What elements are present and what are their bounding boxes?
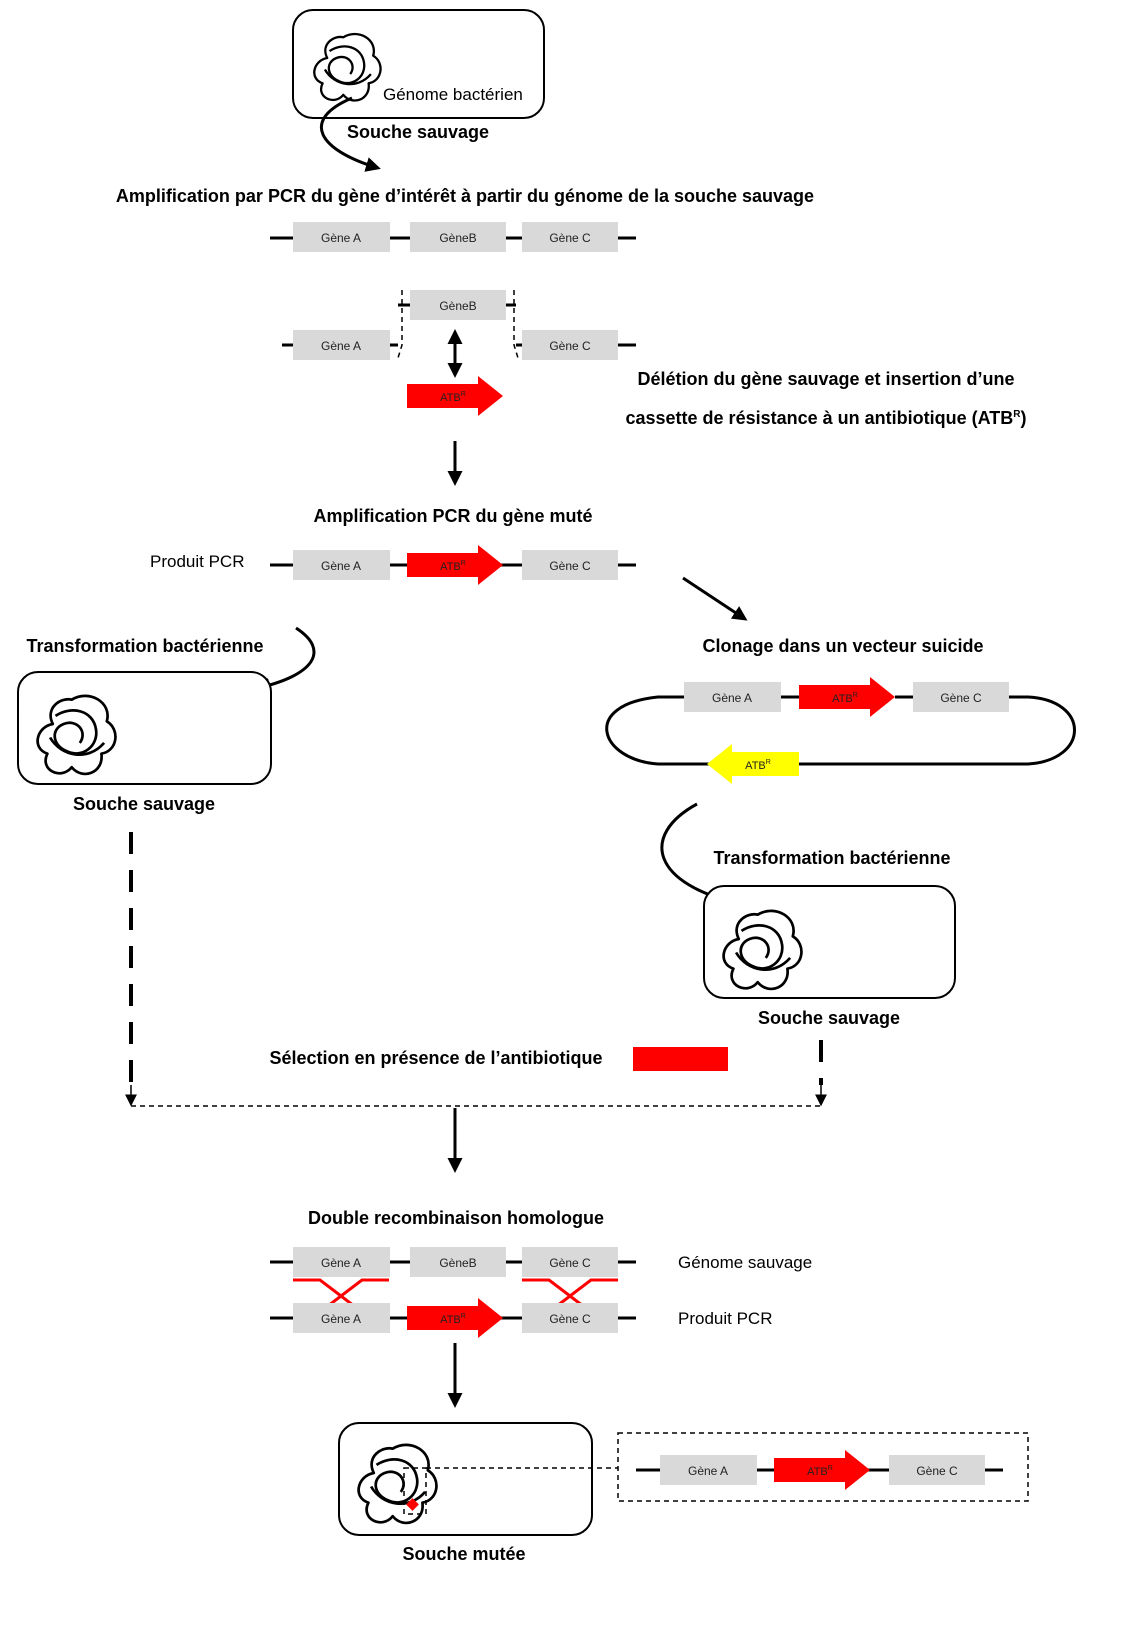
mutant-locus-zoom [617,1432,1029,1502]
step-amplification-title: Amplification par PCR du gène d’intérêt … [116,186,814,206]
step-deletion-line2: cassette de résistance à un antibiotique… [626,408,1027,428]
transformation-left-title: Transformation bactérienne [26,636,263,656]
gene-c-label: Gène C [940,691,982,705]
gene-c-label: Gène C [549,1312,591,1326]
wild-strain-left-label: Souche sauvage [73,794,215,814]
gene-a-label: Gène A [321,231,361,245]
yellow-atb-cassette [707,744,799,784]
gene-c-label: Gène C [549,339,591,353]
gene-a-label: Gène A [712,691,752,705]
gene-a-box [293,1303,390,1333]
gene-c-box [913,682,1009,712]
gene-a-box [293,222,390,252]
svg-text:ATBR: ATBR [745,759,771,772]
gene-a-box [660,1455,757,1485]
mutant-locus-box [403,1467,427,1515]
wild-strain-top-label: Souche sauvage [347,122,489,142]
svg-text:ATBR: ATBR [832,692,858,705]
svg-text:ATBR: ATBR [440,1313,466,1326]
gene-b-box [410,1247,506,1277]
svg-text:ATBR: ATBR [440,560,466,573]
recomb-pcr-row: Gène A Gène C ATBR [270,1298,636,1338]
wild-gene-row: Gène A GèneB Gène C [270,222,636,252]
mutant-strain-label: Souche mutée [402,1544,525,1564]
gene-c-box [889,1455,985,1485]
gene-a-label: Gène A [321,1256,361,1270]
suicide-vector: Gène A Gène C ATBR ATBR [605,677,1076,784]
gene-c-box [522,222,618,252]
gene-c-label: Gène C [549,559,591,573]
gene-c-box [522,330,618,360]
recomb-wild-row: Gène A GèneB Gène C [270,1247,636,1277]
step-pcr-mutant-title: Amplification PCR du gène muté [313,506,592,526]
gene-a-box [293,1247,390,1277]
genome-label: Génome bactérien [383,85,523,104]
antibiotic-swatch [633,1047,728,1071]
gene-a-label: Gène A [321,1312,361,1326]
gene-a-box [293,330,390,360]
transformation-right-title: Transformation bactérienne [713,848,950,868]
gene-c-box [522,1303,618,1333]
cloning-title: Clonage dans un vecteur suicide [702,636,983,656]
svg-text:ATBR: ATBR [807,1465,833,1478]
gene-c-label: Gène C [916,1464,958,1478]
gene-c-label: Gène C [549,231,591,245]
gene-b-label: GèneB [439,299,476,313]
gene-c-label: Gène C [549,1256,591,1270]
gene-b-label: GèneB [439,231,476,245]
gene-b-box [410,222,506,252]
double-recomb-title: Double recombinaison homologue [308,1208,604,1228]
arrow-genome-to-pcr [319,96,381,172]
gene-a-label: Gène A [688,1464,728,1478]
wild-genome-label: Génome sauvage [678,1253,812,1272]
pcr-product-row: Gène A Gène C ATBR [270,545,636,585]
gene-c-box [522,1247,618,1277]
wild-strain-top-cell [292,9,545,119]
gene-b-label: GèneB [439,1256,476,1270]
gene-b-box [410,290,506,320]
svg-text:ATBR: ATBR [440,391,466,404]
gene-a-box [293,550,390,580]
gene-a-box [684,682,781,712]
step-deletion-line1: Délétion du gène sauvage et insertion d’… [637,369,1014,389]
wild-strain-right-cell [703,885,956,999]
pcr-product-label: Produit PCR [150,552,244,571]
wild-strain-right-label: Souche sauvage [758,1008,900,1028]
atb-cassette: ATBR [407,376,503,416]
deletion-row: Gène A Gène C GèneB [282,290,636,378]
pcr-product-2-label: Produit PCR [678,1309,772,1328]
gene-a-label: Gène A [321,559,361,573]
selection-title: Sélection en présence de l’antibiotique [269,1048,602,1068]
arrow-to-cloning [682,576,748,621]
arrow-transformation-left [255,626,316,693]
mutant-locus-row: Gène A Gène C ATBR [636,1450,1003,1490]
mutant-strain-cell [338,1422,593,1536]
gene-c-box [522,550,618,580]
gene-a-label: Gène A [321,339,361,353]
